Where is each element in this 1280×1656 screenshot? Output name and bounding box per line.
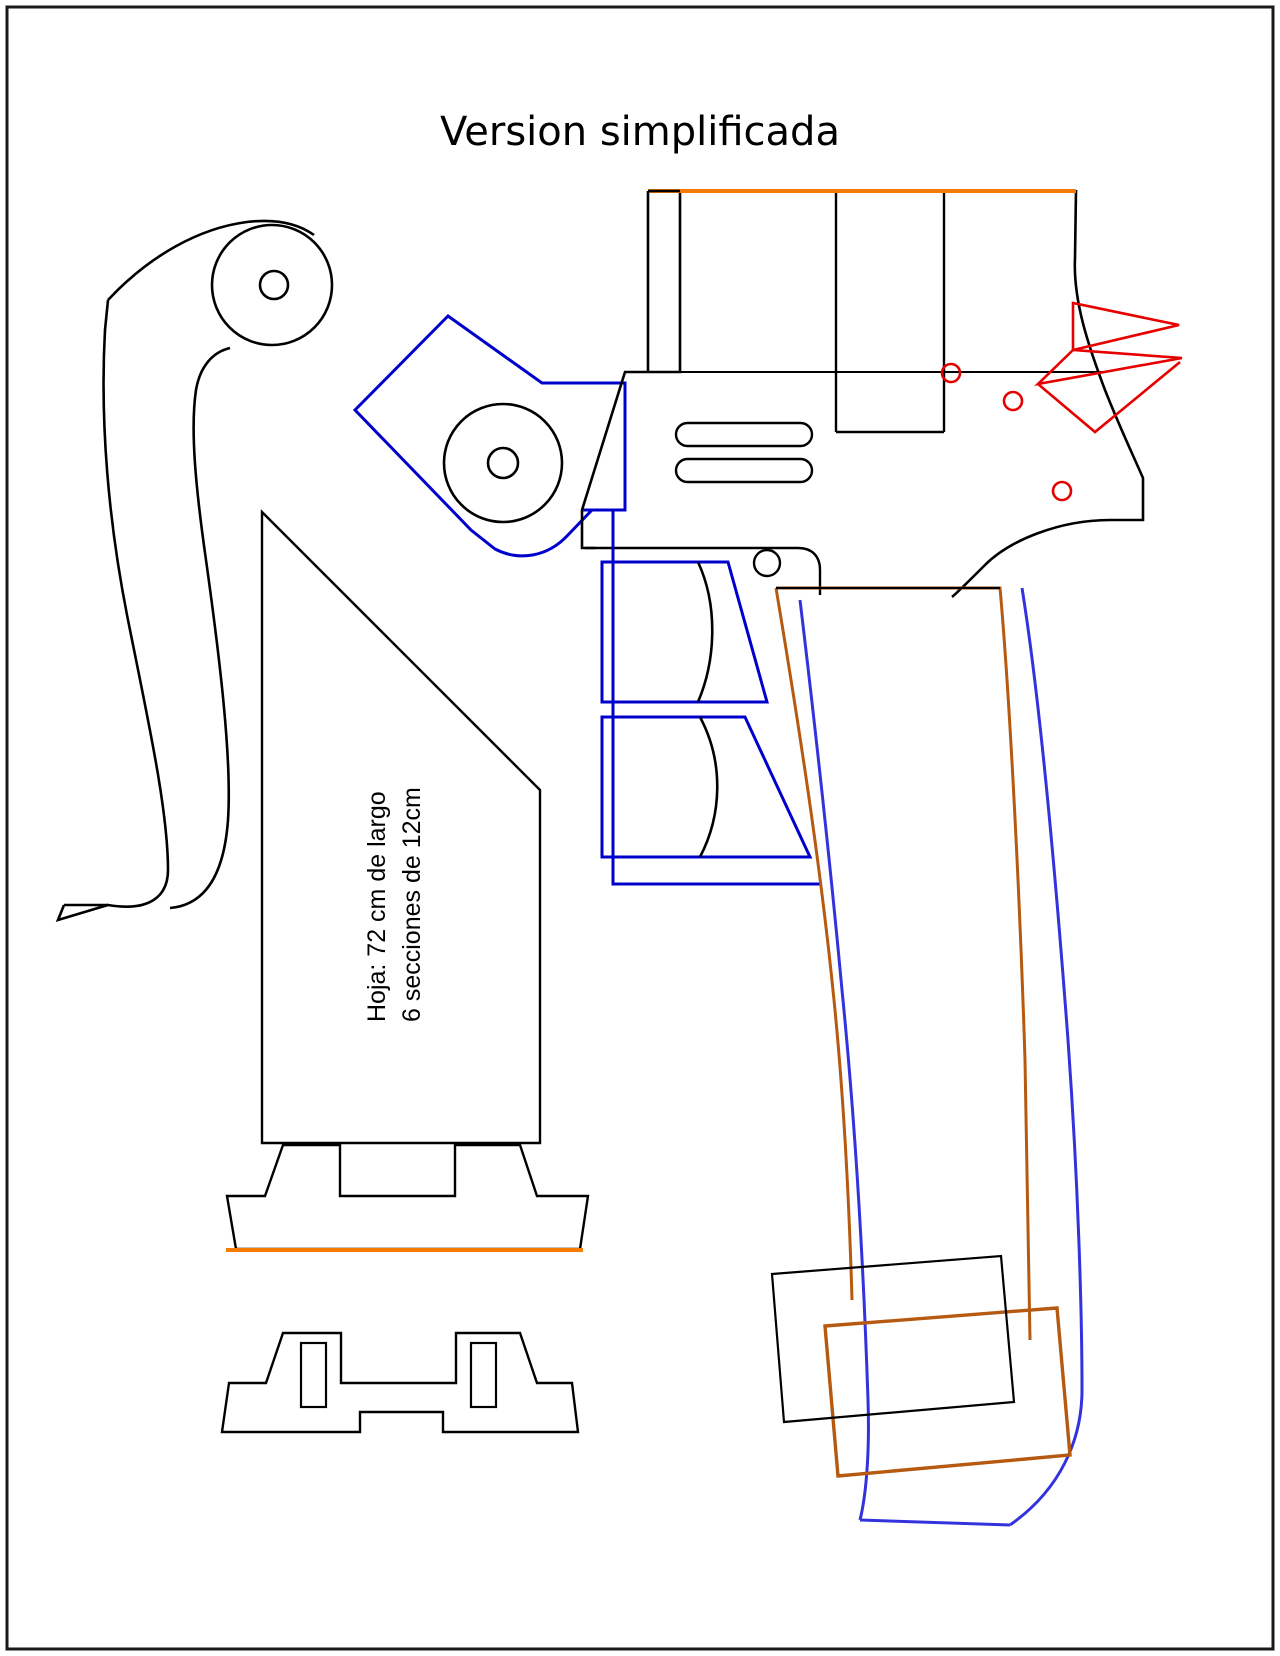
page-title: Version simplificada [440, 109, 840, 155]
part-blade-sheet [260, 509, 542, 1145]
pivot-plate-bearing-hole [486, 446, 520, 480]
part-base-large [225, 1143, 590, 1252]
pivot-plate-bearing-outer [442, 402, 564, 524]
part-pivot-plate [352, 314, 627, 558]
part-base-small [220, 1331, 580, 1434]
part-magazine-floor [770, 1254, 1072, 1478]
hammer-pivot-hole [258, 269, 290, 301]
vent-slot-2 [674, 457, 814, 484]
receiver-screw-hole [752, 548, 782, 578]
base-small-slot-right [469, 1341, 498, 1409]
part-hammer-hook [55, 219, 334, 923]
sheet-note-line-1: Hoja: 72 cm de largo [363, 791, 391, 1022]
part-grip-inner [774, 586, 1032, 1341]
part-trigger-guard-panels [583, 508, 822, 886]
part-grip-outer [798, 587, 1084, 1527]
hammer-pivot-outer [210, 223, 334, 347]
locating-hole-3 [1051, 480, 1073, 502]
sheet-note: Hoja: 72 cm de largo 6 secciones de 12cm [363, 787, 426, 1022]
base-small-slot-left [299, 1341, 328, 1409]
locating-hole-1 [940, 362, 962, 384]
locating-hole-2 [1002, 390, 1024, 412]
page-border [5, 5, 1275, 1651]
part-receiver-body [580, 189, 1145, 598]
part-muzzle-flash [1034, 301, 1183, 434]
vent-slot-1 [674, 421, 814, 448]
sheet-note-line-2: 6 secciones de 12cm [398, 787, 426, 1022]
